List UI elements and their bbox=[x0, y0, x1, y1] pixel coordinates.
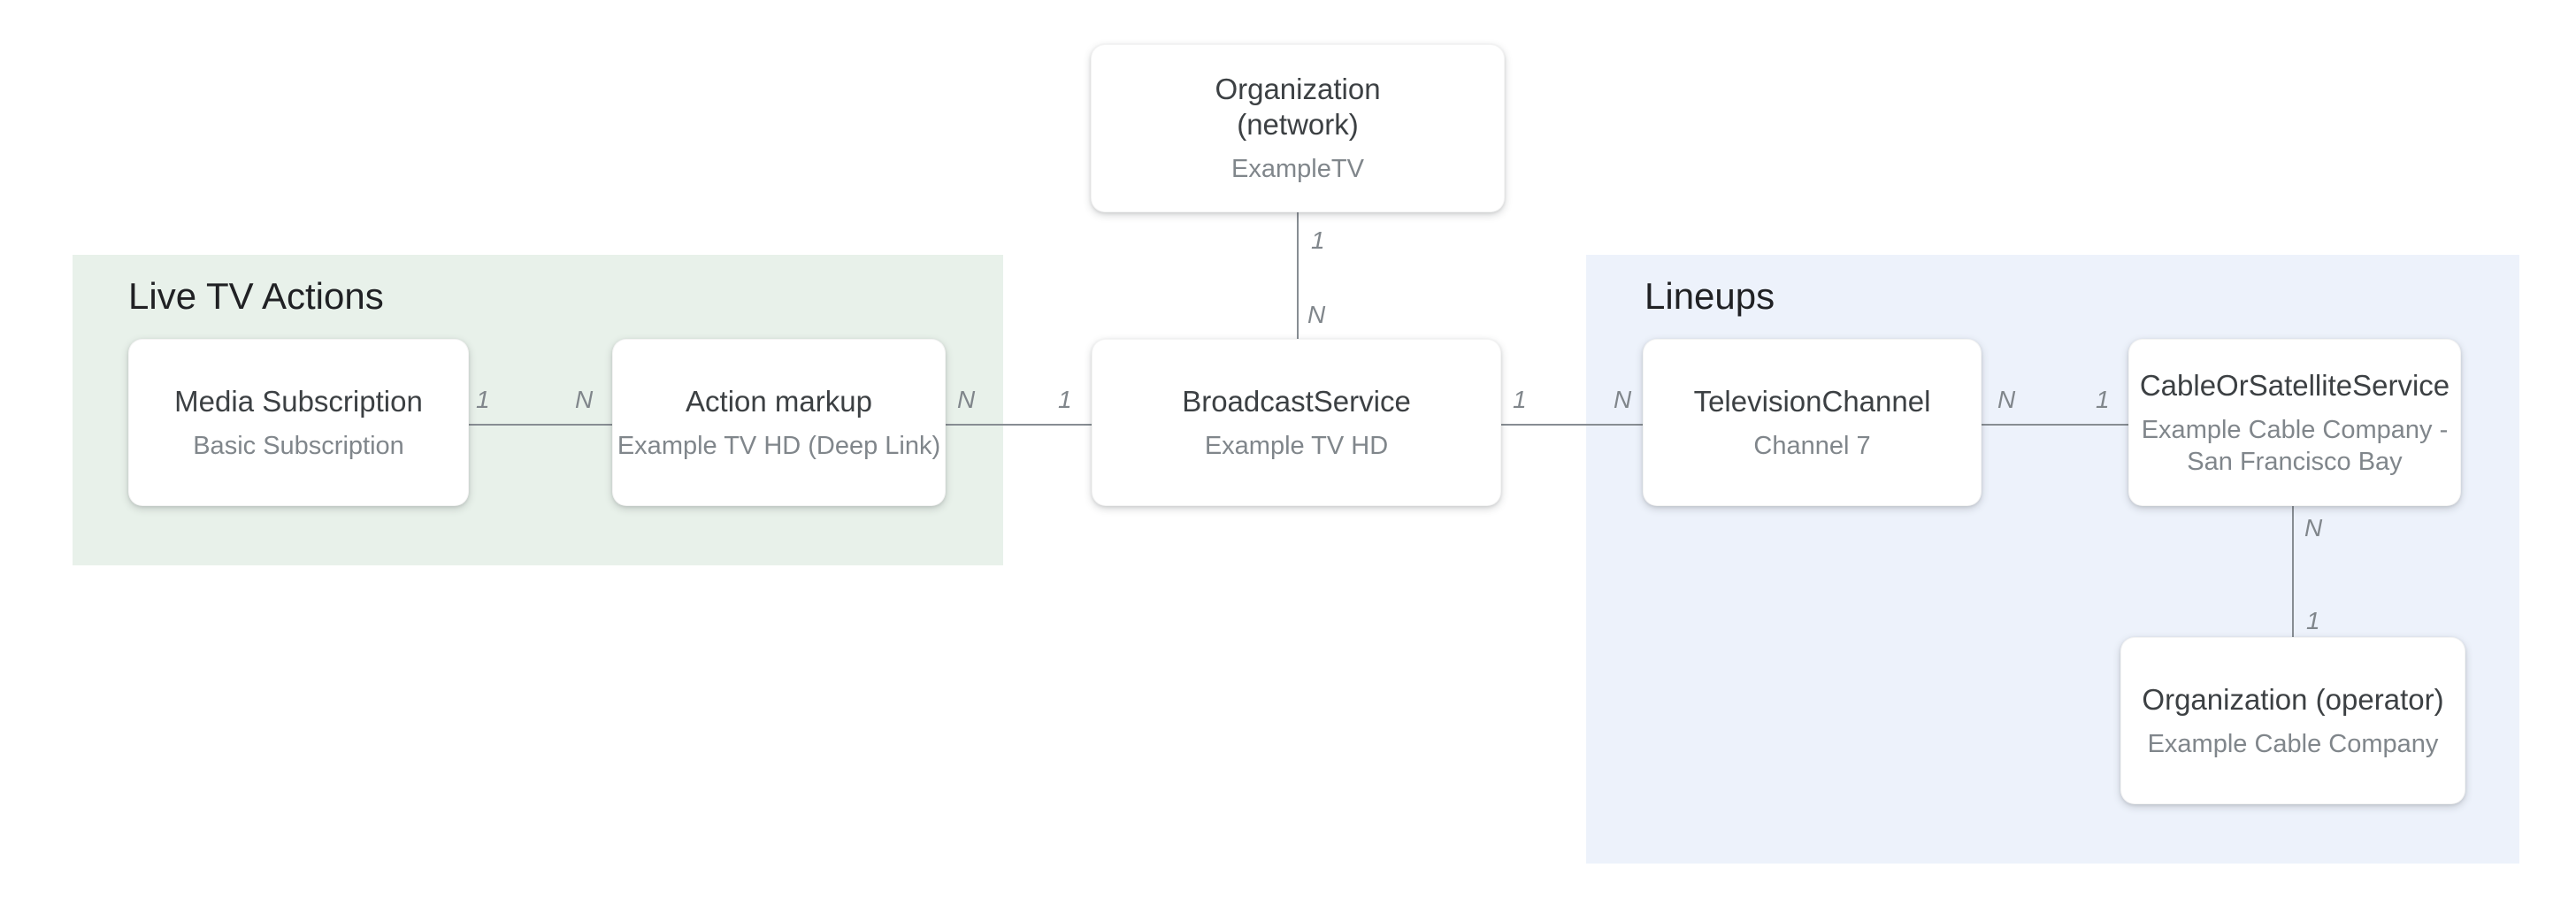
node-title: Media Subscription bbox=[174, 384, 423, 418]
cardinality-label: 1 bbox=[1513, 386, 1527, 413]
node-title: BroadcastService bbox=[1182, 384, 1411, 418]
cardinality-label: N bbox=[957, 386, 976, 413]
node-organization-operator: Organization (operator) Example Cable Co… bbox=[2120, 637, 2465, 804]
node-title: Organization (operator) bbox=[2142, 682, 2444, 716]
node-television-channel: TelevisionChannel Channel 7 bbox=[1643, 339, 1982, 506]
node-subtitle: Channel 7 bbox=[1753, 431, 1871, 460]
cardinality-label: 1 bbox=[476, 386, 490, 413]
edge-org-network-broadcast-service bbox=[1297, 212, 1299, 339]
cardinality-label: N bbox=[1307, 301, 1326, 328]
edge-media-subscription-action-markup bbox=[469, 424, 612, 426]
cardinality-label: N bbox=[1997, 386, 2016, 413]
edge-cable-or-satellite-service-org-operator bbox=[2292, 506, 2294, 637]
edge-action-markup-broadcast-service bbox=[946, 424, 1092, 426]
node-subtitle: Example Cable Company bbox=[2147, 729, 2439, 758]
node-subtitle: ExampleTV bbox=[1231, 155, 1364, 183]
node-action-markup: Action markup Example TV HD (Deep Link) bbox=[612, 339, 946, 506]
node-broadcast-service: BroadcastService Example TV HD bbox=[1092, 339, 1501, 506]
cardinality-label: 1 bbox=[2096, 386, 2110, 413]
node-subtitle: Example TV HD bbox=[1204, 431, 1389, 460]
cardinality-label: N bbox=[2304, 514, 2323, 541]
cardinality-label: 1 bbox=[2306, 607, 2320, 634]
node-organization-network: Organization (network) ExampleTV bbox=[1091, 44, 1505, 212]
node-media-subscription: Media Subscription Basic Subscription bbox=[128, 339, 469, 506]
cardinality-label: 1 bbox=[1058, 386, 1072, 413]
node-title: TelevisionChannel bbox=[1693, 384, 1931, 418]
node-subtitle: Basic Subscription bbox=[193, 431, 404, 460]
edge-television-channel-cable-or-satellite-service bbox=[1982, 424, 2128, 426]
node-title: Organization (network) bbox=[1215, 73, 1381, 141]
node-title: CableOrSatelliteService bbox=[2139, 368, 2450, 402]
node-subtitle: Example TV HD (Deep Link) bbox=[617, 431, 941, 460]
section-title-live-tv-actions: Live TV Actions bbox=[128, 275, 384, 317]
section-title-lineups: Lineups bbox=[1644, 275, 1775, 317]
cardinality-label: N bbox=[575, 386, 594, 413]
cardinality-label: N bbox=[1614, 386, 1632, 413]
node-cable-or-satellite-service: CableOrSatelliteService Example Cable Co… bbox=[2128, 339, 2461, 506]
edge-broadcast-service-television-channel bbox=[1501, 424, 1643, 426]
cardinality-label: 1 bbox=[1311, 226, 1325, 254]
node-subtitle: Example Cable Company - San Francisco Ba… bbox=[2141, 415, 2449, 476]
node-title: Action markup bbox=[686, 384, 872, 418]
